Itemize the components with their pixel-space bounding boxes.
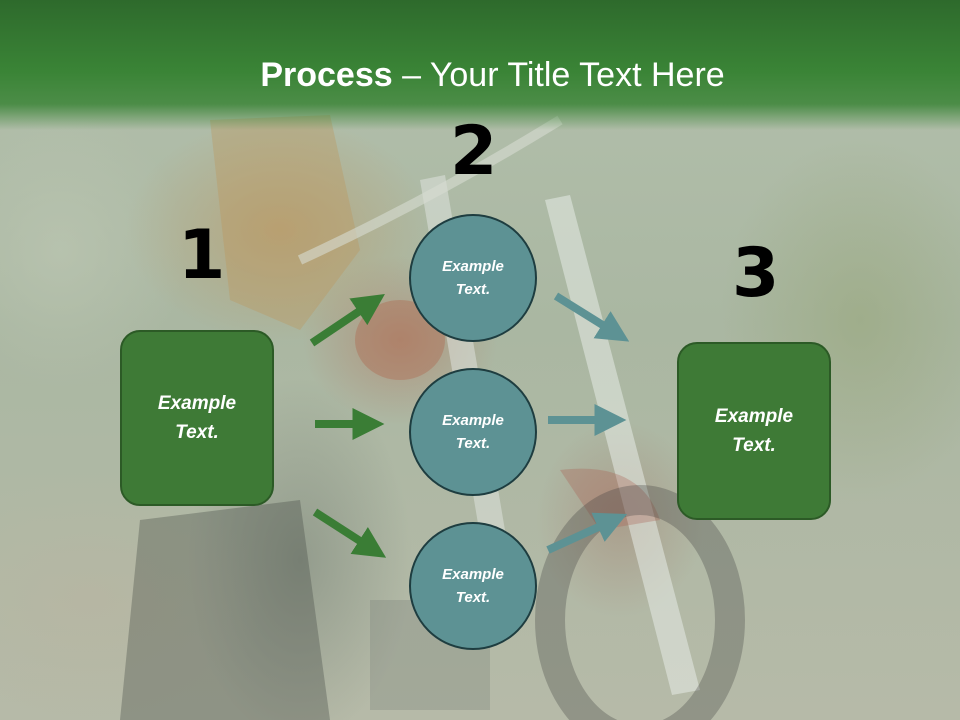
- title-rest: – Your Title Text Here: [392, 56, 725, 94]
- step-1-line1: Example: [157, 393, 237, 414]
- process-circle-top: Example Text.: [409, 214, 537, 342]
- step-number-3: 3: [732, 234, 780, 313]
- arrow-1-to-top: [309, 293, 385, 347]
- arrow-1-to-bottom: [312, 508, 387, 558]
- step-1-line2: Text.: [175, 422, 219, 443]
- circle-top-line1: Example: [442, 258, 504, 275]
- circle-bottom-line2: Text.: [455, 589, 491, 606]
- arrow-top-to-3: [553, 292, 630, 342]
- title-bold: Process: [260, 56, 393, 94]
- arrow-bottom-to-3: [546, 512, 628, 554]
- circle-middle-line2: Text.: [455, 435, 491, 452]
- step-number-1: 1: [178, 216, 226, 295]
- process-circle-bottom: Example Text.: [409, 522, 537, 650]
- step-1-box: Example Text.: [120, 330, 274, 506]
- step-3-box: Example Text.: [677, 342, 831, 520]
- circle-top-line2: Text.: [455, 281, 491, 298]
- slide-title: Process – Your Title Text Here: [0, 55, 960, 95]
- step-3-line2: Text.: [732, 435, 776, 456]
- circle-middle-line1: Example: [442, 412, 504, 429]
- step-3-line1: Example: [714, 406, 794, 427]
- circle-bottom-line1: Example: [442, 566, 504, 583]
- step-number-2: 2: [450, 112, 498, 191]
- process-circle-middle: Example Text.: [409, 368, 537, 496]
- title-band: [0, 0, 960, 130]
